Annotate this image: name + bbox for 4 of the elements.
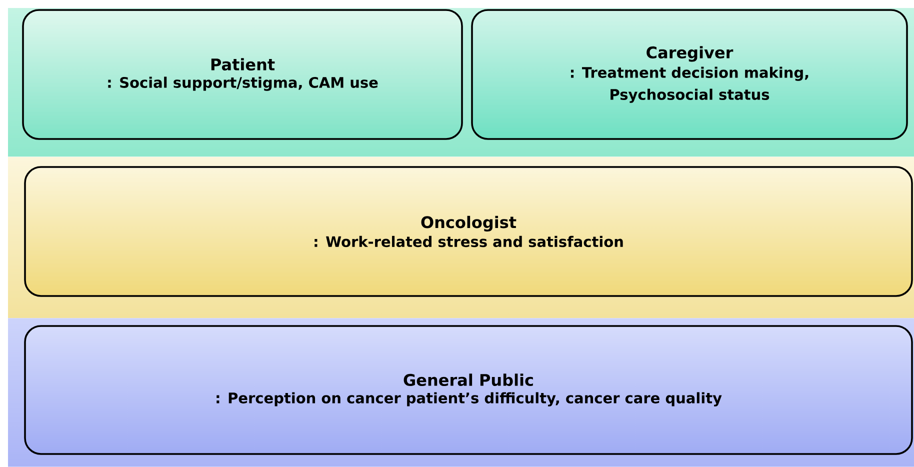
category-box: Oncologist : Work-related stress and satisfaction [24, 166, 913, 297]
category-box: Patient : Social support/stigma, CAM use [22, 9, 463, 140]
category-box: General Public : Perception on cancer patient’s difficulty, cancer care quality [24, 325, 913, 455]
category-box: Caregiver : Treatment decision making, Psychosocial status [471, 9, 908, 140]
